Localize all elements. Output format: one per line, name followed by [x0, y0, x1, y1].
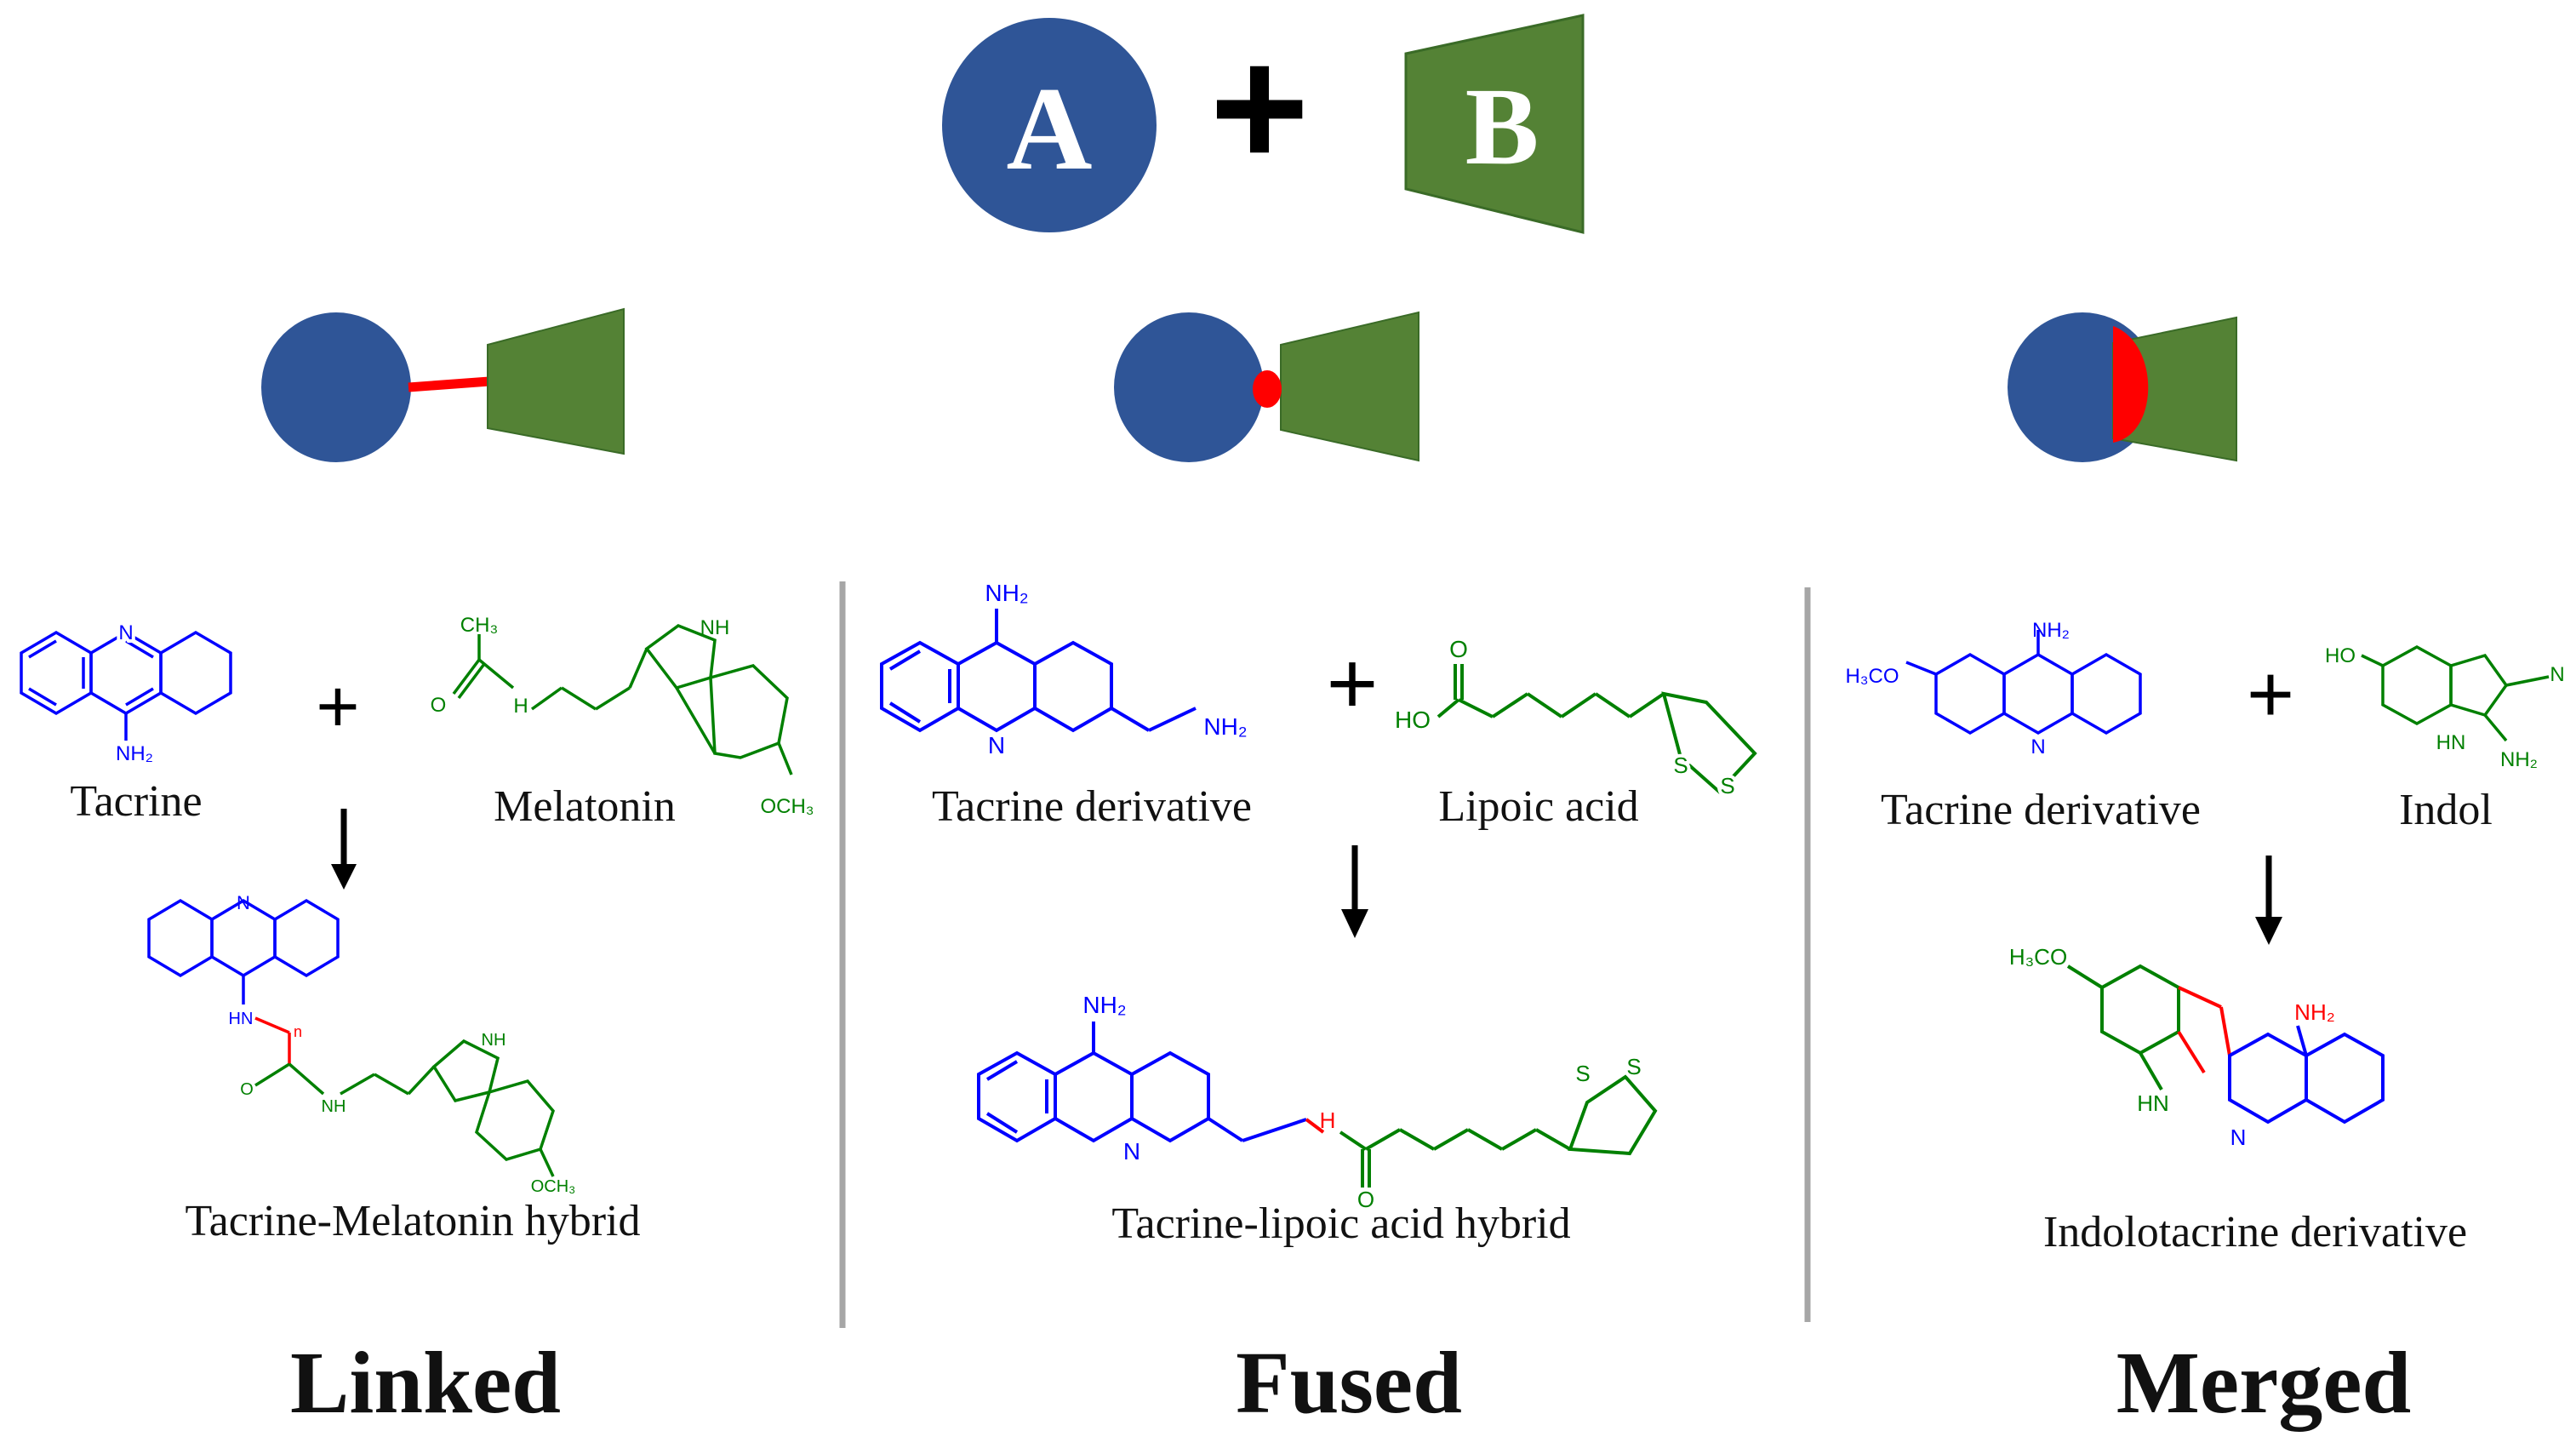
- fused-b-trapezoid: [1280, 311, 1419, 462]
- fused-hybrid-n: N: [1123, 1138, 1140, 1165]
- melatonin-och3-label: OCH₃: [760, 795, 814, 818]
- tacrine-nh2-label: NH₂: [116, 742, 153, 765]
- melatonin-methyl-label: CH₃: [460, 614, 498, 637]
- indol-hn: HN: [2436, 731, 2466, 754]
- lipoic-acid-label: Lipoic acid: [1438, 782, 1639, 831]
- tacrine-label: Tacrine: [70, 777, 203, 826]
- tacrine-derivative-fused-structure: [880, 609, 1197, 733]
- indol-cn-n: N: [2550, 663, 2564, 686]
- lipoic-o-label: O: [1449, 636, 1468, 662]
- legend: A + B: [942, 13, 1585, 234]
- fused-linker-dot: [1253, 370, 1282, 408]
- merged-arrow-head: [2255, 917, 2282, 945]
- merged-tacrine-h3co: H₃CO: [1845, 665, 1899, 688]
- hybrid-nh-label: NH: [322, 1097, 346, 1116]
- pharmacophore-b-letter: B: [1465, 66, 1539, 188]
- linked-arrow-head: [331, 864, 357, 890]
- fused-tacrine-derivative-label: Tacrine derivative: [931, 782, 1253, 831]
- merged-tacrine-n: N: [2031, 735, 2045, 758]
- reaction-arrows: [331, 809, 2282, 945]
- tacrine-melatonin-hybrid-label: Tacrine-Melatonin hybrid: [185, 1197, 641, 1245]
- indol-label: Indol: [2399, 786, 2493, 834]
- merged-plus: +: [2247, 649, 2294, 740]
- plus-sign: +: [1210, 13, 1310, 203]
- indolotacrine-derivative-label: Indolotacrine derivative: [2042, 1208, 2468, 1256]
- hybrid-n-label: N: [237, 892, 250, 913]
- fused-hybrid-o: O: [1357, 1187, 1374, 1212]
- tacrine-derivative-merged-structure: [1905, 630, 2142, 735]
- indolotacrine-nh2: NH₂: [2294, 999, 2335, 1025]
- indolotacrine-hn: HN: [2137, 1090, 2169, 1116]
- linked-schematic: [261, 307, 625, 462]
- fused-tacrine-nh2-top: NH₂: [985, 580, 1028, 606]
- indol-nh2: NH₂: [2500, 748, 2538, 771]
- melatonin-structure: [452, 624, 793, 776]
- indolotacrine-n: N: [2230, 1125, 2247, 1150]
- hybrid-n-index-label: n: [294, 1023, 302, 1040]
- linked-linker: [408, 376, 490, 392]
- fused-tacrine-nh2-side: NH₂: [1203, 713, 1247, 740]
- melatonin-indole-nh-label: NH: [700, 616, 730, 639]
- fused-hybrid-nh: H: [1320, 1107, 1336, 1133]
- hybrid-indole-nh-label: NH: [482, 1031, 506, 1050]
- indol-ho: HO: [2325, 644, 2356, 667]
- linked-a-circle: [261, 312, 411, 462]
- melatonin-label: Melatonin: [494, 782, 676, 831]
- pharmacophore-b-trapezoid: [1404, 14, 1585, 234]
- fused-plus: +: [1327, 634, 1379, 733]
- tacrine-lipoic-hybrid-label: Tacrine-lipoic acid hybrid: [1111, 1199, 1571, 1248]
- fused-tacrine-n: N: [988, 732, 1005, 758]
- merged-tacrine-nh2: NH₂: [2032, 619, 2070, 642]
- melatonin-o-label: O: [431, 694, 447, 717]
- lipoic-acid-structure: [1437, 664, 1757, 794]
- lipoic-ho-label: HO: [1395, 707, 1431, 733]
- tacrine-melatonin-hybrid-structure: [147, 898, 555, 1177]
- linked-b-trapezoid: [487, 307, 625, 455]
- plus-signs: + + +: [316, 634, 2294, 748]
- lipoic-s2-label: S: [1720, 773, 1734, 798]
- hybrid-och3-label: OCH₃: [531, 1177, 576, 1196]
- lipoic-s1-label: S: [1673, 753, 1688, 778]
- merged-tacrine-derivative-label: Tacrine derivative: [1880, 786, 2202, 834]
- melatonin-nh-label: H: [513, 695, 528, 718]
- pharmacophore-a-letter: A: [1006, 63, 1092, 195]
- merged-title: Merged: [2116, 1334, 2412, 1432]
- linked-title: Linked: [290, 1334, 561, 1432]
- hybrid-o-label: O: [240, 1080, 254, 1099]
- fused-a-circle: [1114, 312, 1264, 462]
- tacrine-n-label: N: [118, 621, 133, 644]
- indolotacrine-h3co: H₃CO: [2009, 944, 2067, 970]
- tacrine-structure: [20, 630, 232, 741]
- merged-overlap: [2113, 326, 2149, 443]
- pharmacophore-a-circle: [942, 18, 1157, 232]
- merged-schematic: [2008, 312, 2237, 462]
- fused-arrow-head: [1341, 909, 1368, 938]
- fused-hybrid-nh2: NH₂: [1082, 992, 1126, 1018]
- fused-hybrid-s2: S: [1626, 1054, 1641, 1079]
- hybrid-hn-label: HN: [229, 1010, 254, 1028]
- indol-structure: [2361, 645, 2550, 742]
- fused-hybrid-s1: S: [1575, 1061, 1590, 1086]
- fused-title: Fused: [1236, 1334, 1462, 1432]
- tacrine-lipoic-hybrid-structure: [977, 1022, 1658, 1188]
- indolotacrine-structure: [2066, 964, 2385, 1125]
- linked-plus: +: [316, 664, 359, 748]
- fused-schematic: [1114, 311, 1419, 462]
